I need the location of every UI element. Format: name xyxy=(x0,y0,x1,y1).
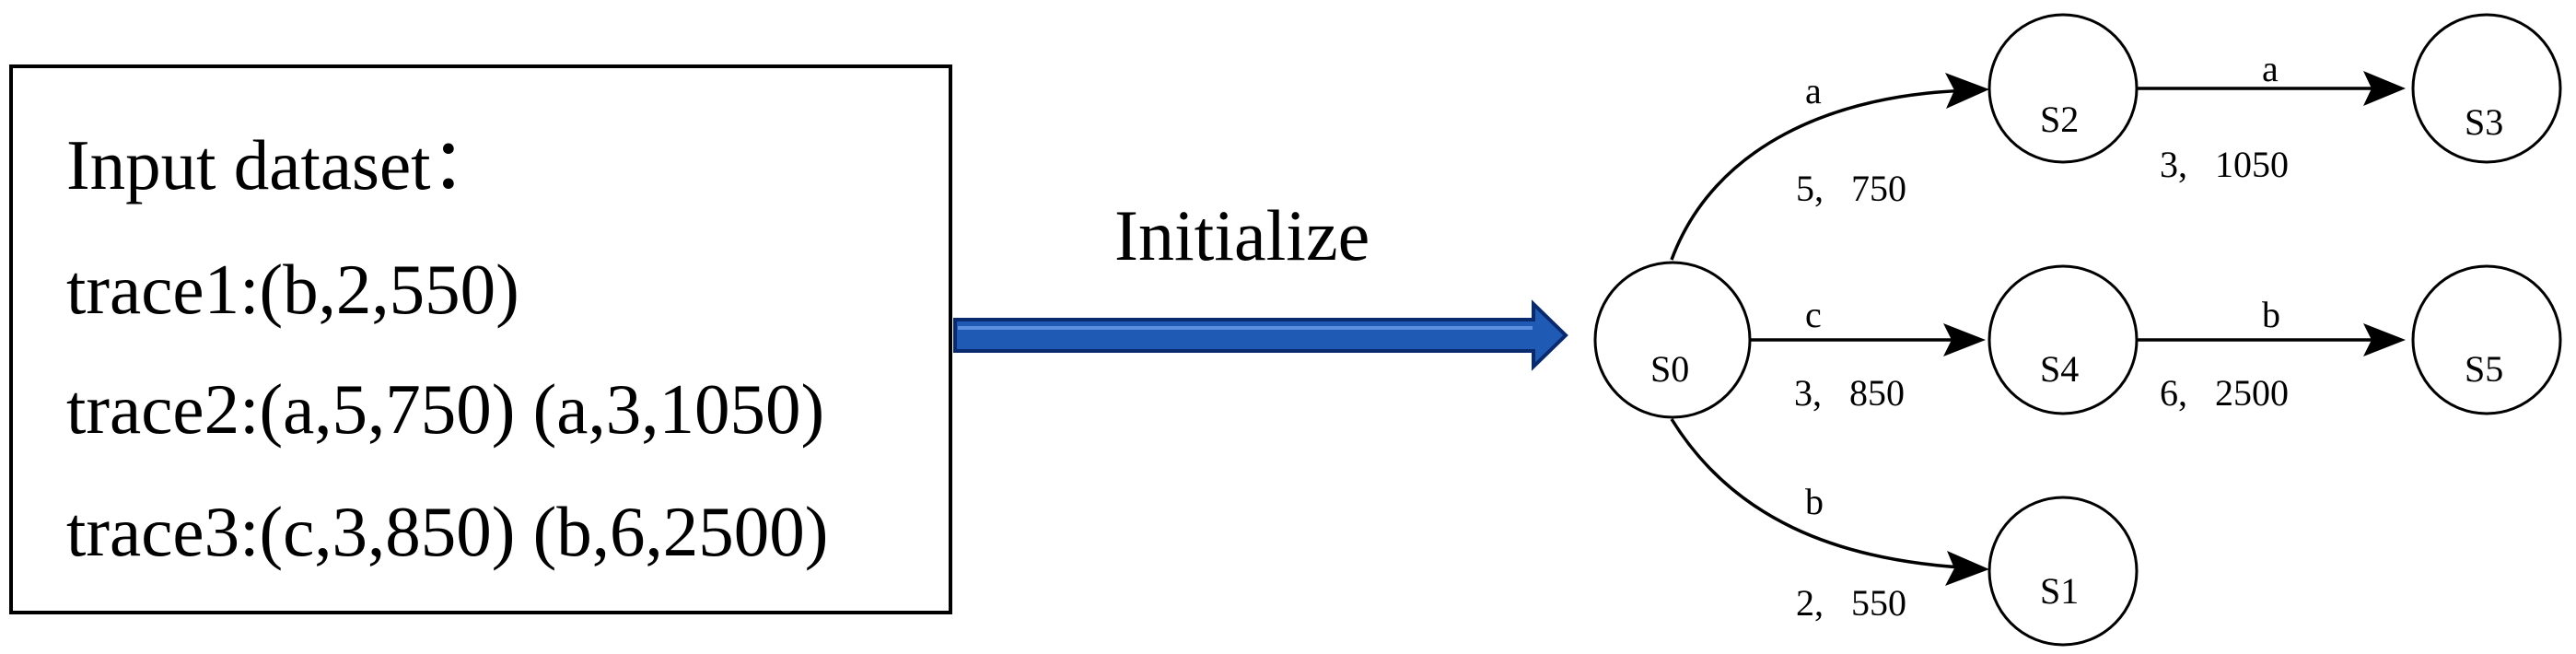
node-s4-label: S4 xyxy=(2040,348,2079,390)
edge-s0-s1-symbol: b xyxy=(1805,481,1824,522)
edge-s4-s5-arrowhead xyxy=(2363,323,2406,356)
node-s1: S1 xyxy=(1987,496,2139,647)
dataset-trace-1: trace1:(b,2,550) xyxy=(66,250,519,329)
node-s3: S3 xyxy=(2411,13,2562,164)
dataset-trace-3: trace3:(c,3,850) (b,6,2500) xyxy=(66,492,828,571)
edge-s0-s1 xyxy=(1670,418,1978,570)
node-s5-label: S5 xyxy=(2465,348,2503,390)
edge-s2-s3-stats: 3, 1050 xyxy=(2160,144,2289,185)
node-s4-circle xyxy=(1987,264,2139,415)
edge-s0-s2-arrowhead xyxy=(1945,73,1989,109)
edge-s0-s1-arrowhead xyxy=(1945,551,1989,586)
edge-s4-s5-symbol: b xyxy=(2262,294,2280,335)
initialize-step: Initialize xyxy=(953,195,1568,371)
node-s0-label: S0 xyxy=(1650,348,1689,390)
edge-s4-s5-stats: 6, 2500 xyxy=(2160,372,2289,414)
edge-labels: a 5, 750 a 3, 1050 c 3, 850 b 6, 2500 b … xyxy=(1794,48,2289,624)
node-s5: S5 xyxy=(2411,264,2562,415)
initialize-label: Initialize xyxy=(1114,195,1370,275)
node-s1-label: S1 xyxy=(2040,570,2079,612)
node-s1-circle xyxy=(1987,496,2139,647)
node-s2-label: S2 xyxy=(2040,99,2079,140)
edge-s0-s2-symbol: a xyxy=(1805,70,1822,111)
edge-s0-s4-arrowhead xyxy=(1943,323,1986,356)
node-s3-circle xyxy=(2411,13,2562,164)
edge-s2-s3-symbol: a xyxy=(2262,48,2279,89)
initialize-arrow-icon xyxy=(953,299,1568,371)
dataset-frame xyxy=(9,64,952,614)
node-s2: S2 xyxy=(1987,13,2139,164)
edge-s2-s3-arrowhead xyxy=(2363,71,2406,106)
node-s0-circle xyxy=(1593,261,1752,419)
edge-s0-s2-stats: 5, 750 xyxy=(1796,168,1906,209)
graph-nodes: S0 S2 S3 S4 S5 S1 xyxy=(1593,13,2562,647)
node-s4: S4 xyxy=(1987,264,2139,415)
edge-s0-s4-symbol: c xyxy=(1805,294,1822,335)
dataset-trace-2: trace2:(a,5,750) (a,3,1050) xyxy=(66,369,824,449)
dataset-title: Input dataset： xyxy=(66,125,502,204)
edge-s0-s2 xyxy=(1670,88,1978,261)
edge-s0-s1-stats: 2, 550 xyxy=(1796,582,1906,624)
node-s0: S0 xyxy=(1593,261,1752,419)
graph-edges xyxy=(1670,71,2406,586)
node-s5-circle xyxy=(2411,264,2562,415)
node-s3-label: S3 xyxy=(2465,101,2503,143)
input-dataset-box: Input dataset： trace1:(b,2,550) trace2:(… xyxy=(9,64,952,614)
node-s2-circle xyxy=(1987,13,2139,164)
edge-s0-s4-stats: 3, 850 xyxy=(1794,372,1905,414)
